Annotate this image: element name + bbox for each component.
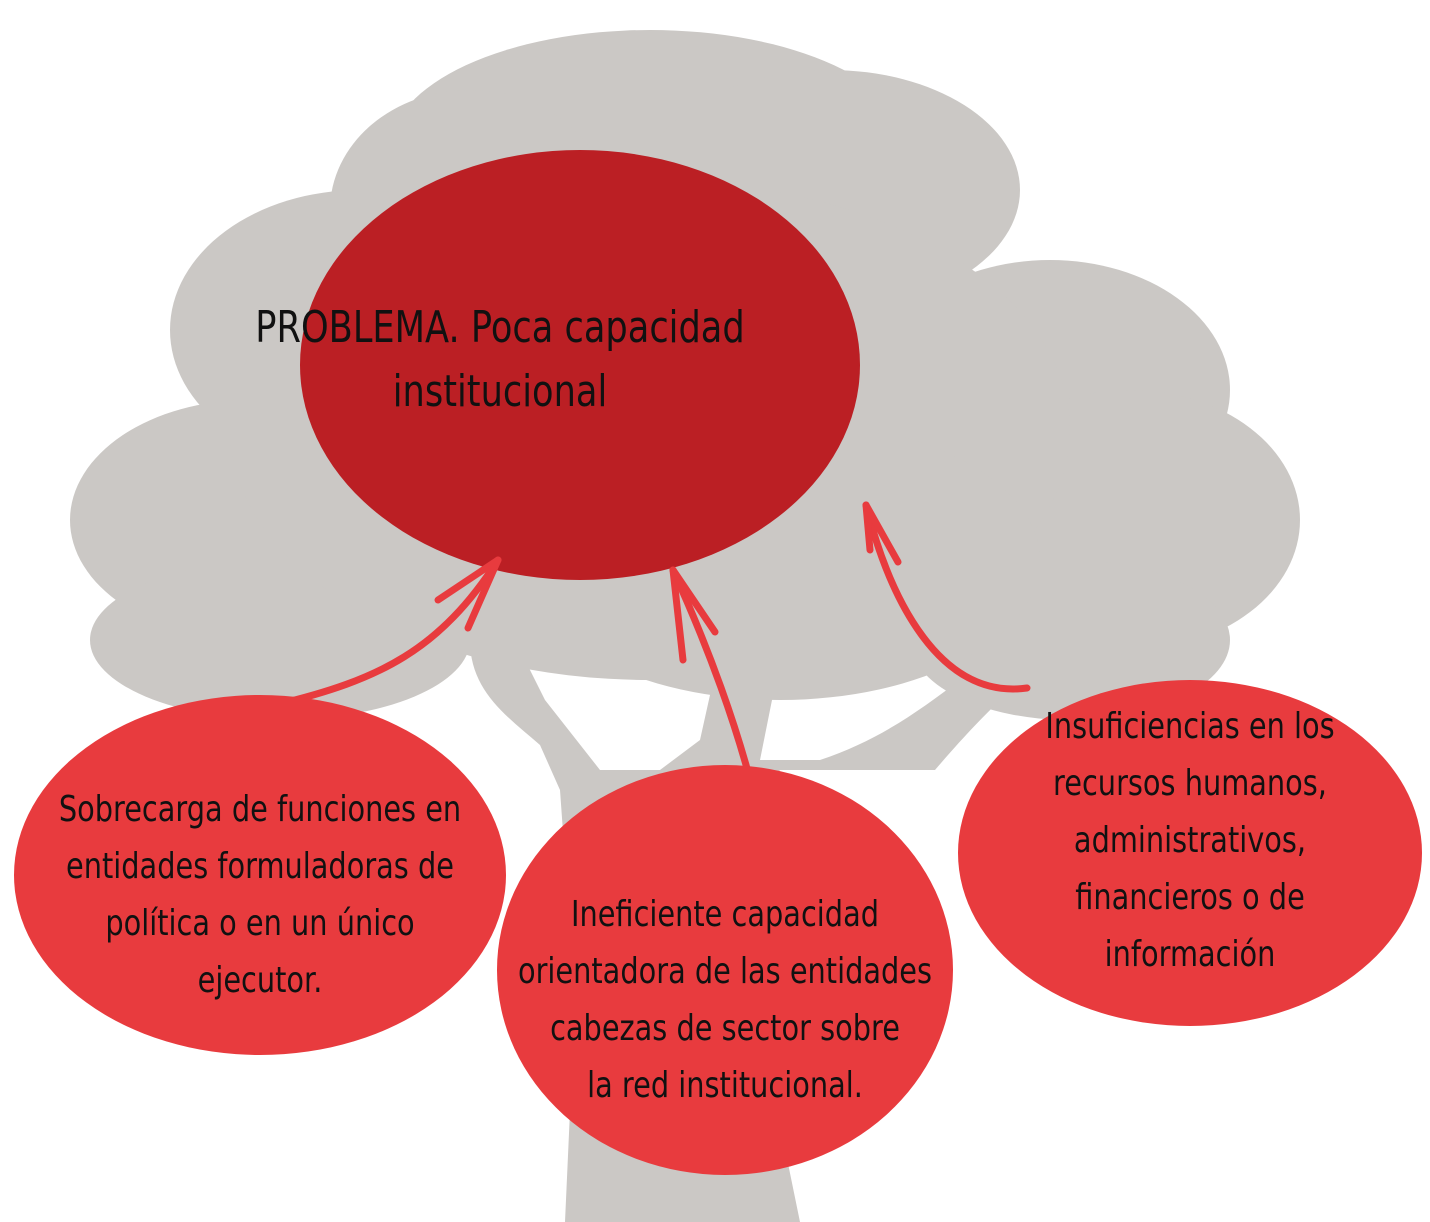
cause-node-1 — [14, 695, 506, 1055]
cause-label-3: Insuficiencias en los recursos humanos, … — [1045, 705, 1335, 975]
arrow-cause-2-head — [669, 566, 719, 664]
arrow-cause-1-head — [434, 556, 502, 632]
cause-label-1: Sobrecarga de funciones en entidades for… — [58, 789, 462, 1001]
cause-node-2 — [497, 765, 953, 1175]
arrow-cause-3-head — [862, 501, 902, 566]
cause-label-2: Ineficiente capacidad orientadora de las… — [517, 894, 933, 1106]
problem-label: PROBLEMA. Poca capacidad institucional — [255, 302, 745, 417]
arrow-cause-3 — [862, 501, 1031, 693]
problem-node — [300, 150, 860, 580]
cause-node-3 — [958, 680, 1422, 1026]
arrow-cause-1 — [271, 556, 502, 709]
